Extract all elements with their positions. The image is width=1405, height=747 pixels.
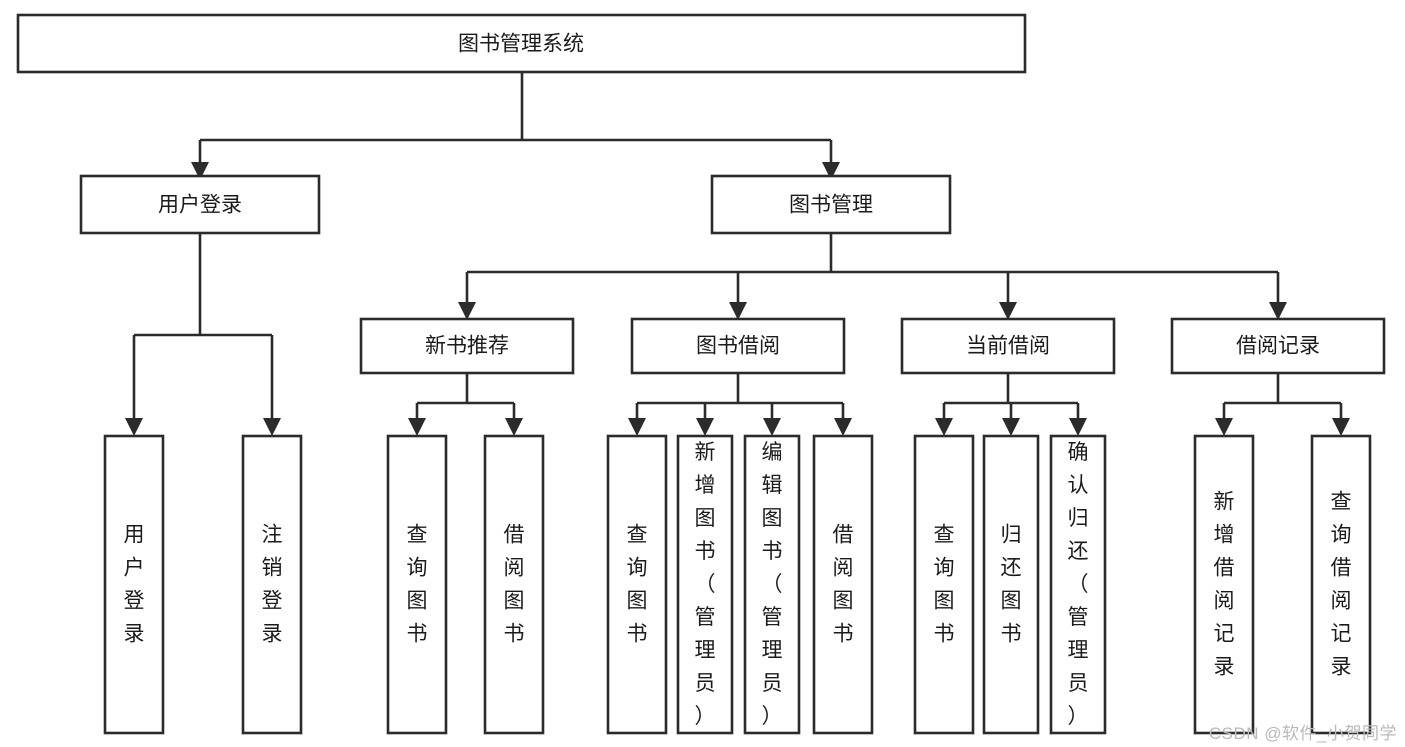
node-leaf-logout-login[interactable]: 注销登录 bbox=[241, 434, 303, 735]
node-leaf-edit-book-box[interactable] bbox=[743, 434, 801, 735]
node-current-borrow-box[interactable] bbox=[900, 317, 1116, 375]
node-borrow-record[interactable]: 借阅记录 bbox=[1170, 317, 1386, 375]
node-user-login[interactable]: 用户登录 bbox=[79, 174, 321, 235]
arrowhead-leaf-logout-login bbox=[263, 418, 281, 436]
arrowhead-new-book-recommend bbox=[458, 302, 476, 320]
node-leaf-add-record-label: 新增借阅记录 bbox=[1214, 491, 1235, 679]
node-root[interactable]: 图书管理系统 bbox=[16, 13, 1027, 74]
node-leaf-add-record[interactable]: 新增借阅记录 bbox=[1193, 434, 1255, 735]
node-leaf-borrow-book-1-label: 借阅图书 bbox=[504, 524, 525, 646]
arrowhead-user-login bbox=[191, 162, 209, 180]
arrowhead-leaf-query-book-2 bbox=[628, 418, 646, 436]
node-leaf-query-book-3-label: 查询图书 bbox=[934, 524, 955, 646]
node-leaf-confirm-return-label: 确认归还（管理员） bbox=[1068, 441, 1089, 728]
node-new-book-recommend-label: 新书推荐 bbox=[425, 335, 509, 358]
arrowhead-book-borrow bbox=[729, 302, 747, 320]
node-leaf-return-book-box[interactable] bbox=[982, 434, 1040, 735]
node-new-book-recommend-box[interactable] bbox=[359, 317, 575, 375]
node-leaf-edit-book[interactable]: 编辑图书（管理员） bbox=[743, 434, 801, 735]
arrowhead-leaf-borrow-book-1 bbox=[505, 418, 523, 436]
node-leaf-query-book-1-label: 查询图书 bbox=[407, 524, 428, 646]
node-leaf-query-book-3-box[interactable] bbox=[913, 434, 975, 735]
node-leaf-edit-book-label: 编辑图书（管理员） bbox=[762, 441, 783, 728]
arrowhead-leaf-query-record bbox=[1332, 418, 1350, 436]
node-root-label: 图书管理系统 bbox=[458, 33, 584, 56]
node-leaf-query-book-2[interactable]: 查询图书 bbox=[606, 434, 668, 735]
arrowhead-borrow-record bbox=[1269, 302, 1287, 320]
node-leaf-query-record-label: 查询借阅记录 bbox=[1331, 491, 1352, 679]
node-book-borrow-label: 图书借阅 bbox=[696, 335, 780, 358]
node-leaf-add-book[interactable]: 新增图书（管理员） bbox=[676, 434, 734, 735]
node-book-borrow[interactable]: 图书借阅 bbox=[630, 317, 846, 375]
arrowhead-leaf-query-book-3 bbox=[935, 418, 953, 436]
arrowhead-leaf-user-login bbox=[125, 418, 143, 436]
node-leaf-borrow-book-1-box[interactable] bbox=[483, 434, 545, 735]
arrowhead-current-borrow bbox=[999, 302, 1017, 320]
node-leaf-add-book-label: 新增图书（管理员） bbox=[695, 441, 716, 728]
node-current-borrow-label: 当前借阅 bbox=[966, 335, 1050, 358]
node-leaf-query-record-box[interactable] bbox=[1310, 434, 1372, 735]
node-leaf-logout-login-label: 注销登录 bbox=[262, 524, 283, 646]
arrowhead-leaf-return-book bbox=[1002, 418, 1020, 436]
node-leaf-query-book-1[interactable]: 查询图书 bbox=[386, 434, 448, 735]
node-leaf-query-record[interactable]: 查询借阅记录 bbox=[1310, 434, 1372, 735]
node-leaf-user-login-box[interactable] bbox=[103, 434, 165, 735]
node-leaf-borrow-book-2-label: 借阅图书 bbox=[833, 524, 854, 646]
node-leaf-query-book-2-label: 查询图书 bbox=[627, 524, 648, 646]
node-leaf-logout-login-box[interactable] bbox=[241, 434, 303, 735]
node-leaf-return-book[interactable]: 归还图书 bbox=[982, 434, 1040, 735]
node-book-borrow-box[interactable] bbox=[630, 317, 846, 375]
node-leaf-user-login[interactable]: 用户登录 bbox=[103, 434, 165, 735]
node-root-box[interactable] bbox=[16, 13, 1027, 74]
node-new-book-recommend[interactable]: 新书推荐 bbox=[359, 317, 575, 375]
node-leaf-add-record-box[interactable] bbox=[1193, 434, 1255, 735]
node-leaf-query-book-1-box[interactable] bbox=[386, 434, 448, 735]
connector-layer bbox=[125, 72, 1350, 436]
node-leaf-confirm-return-box[interactable] bbox=[1049, 434, 1107, 735]
node-user-login-label: 用户登录 bbox=[158, 194, 242, 217]
node-leaf-query-book-2-box[interactable] bbox=[606, 434, 668, 735]
node-leaf-borrow-book-2[interactable]: 借阅图书 bbox=[812, 434, 874, 735]
node-leaf-user-login-label: 用户登录 bbox=[124, 524, 145, 646]
arrowhead-book-management bbox=[822, 162, 840, 180]
arrowhead-leaf-add-record bbox=[1215, 418, 1233, 436]
node-book-management-box[interactable] bbox=[710, 174, 952, 235]
node-leaf-add-book-box[interactable] bbox=[676, 434, 734, 735]
node-book-management-label: 图书管理 bbox=[789, 194, 873, 217]
node-leaf-borrow-book-2-box[interactable] bbox=[812, 434, 874, 735]
node-borrow-record-box[interactable] bbox=[1170, 317, 1386, 375]
arrowhead-leaf-query-book-1 bbox=[408, 418, 426, 436]
node-current-borrow[interactable]: 当前借阅 bbox=[900, 317, 1116, 375]
arrowhead-leaf-confirm-return bbox=[1069, 418, 1087, 436]
arrowhead-leaf-add-book bbox=[696, 418, 714, 436]
node-leaf-return-book-label: 归还图书 bbox=[1001, 524, 1022, 646]
node-book-management[interactable]: 图书管理 bbox=[710, 174, 952, 235]
node-leaf-query-book-3[interactable]: 查询图书 bbox=[913, 434, 975, 735]
node-leaf-borrow-book-1[interactable]: 借阅图书 bbox=[483, 434, 545, 735]
csdn-watermark: CSDN @软件_小贺同学 bbox=[1208, 724, 1397, 743]
arrowhead-leaf-edit-book bbox=[763, 418, 781, 436]
node-borrow-record-label: 借阅记录 bbox=[1236, 335, 1320, 358]
arrowhead-leaf-borrow-book-2 bbox=[834, 418, 852, 436]
node-leaf-confirm-return[interactable]: 确认归还（管理员） bbox=[1049, 434, 1107, 735]
node-user-login-box[interactable] bbox=[79, 174, 321, 235]
